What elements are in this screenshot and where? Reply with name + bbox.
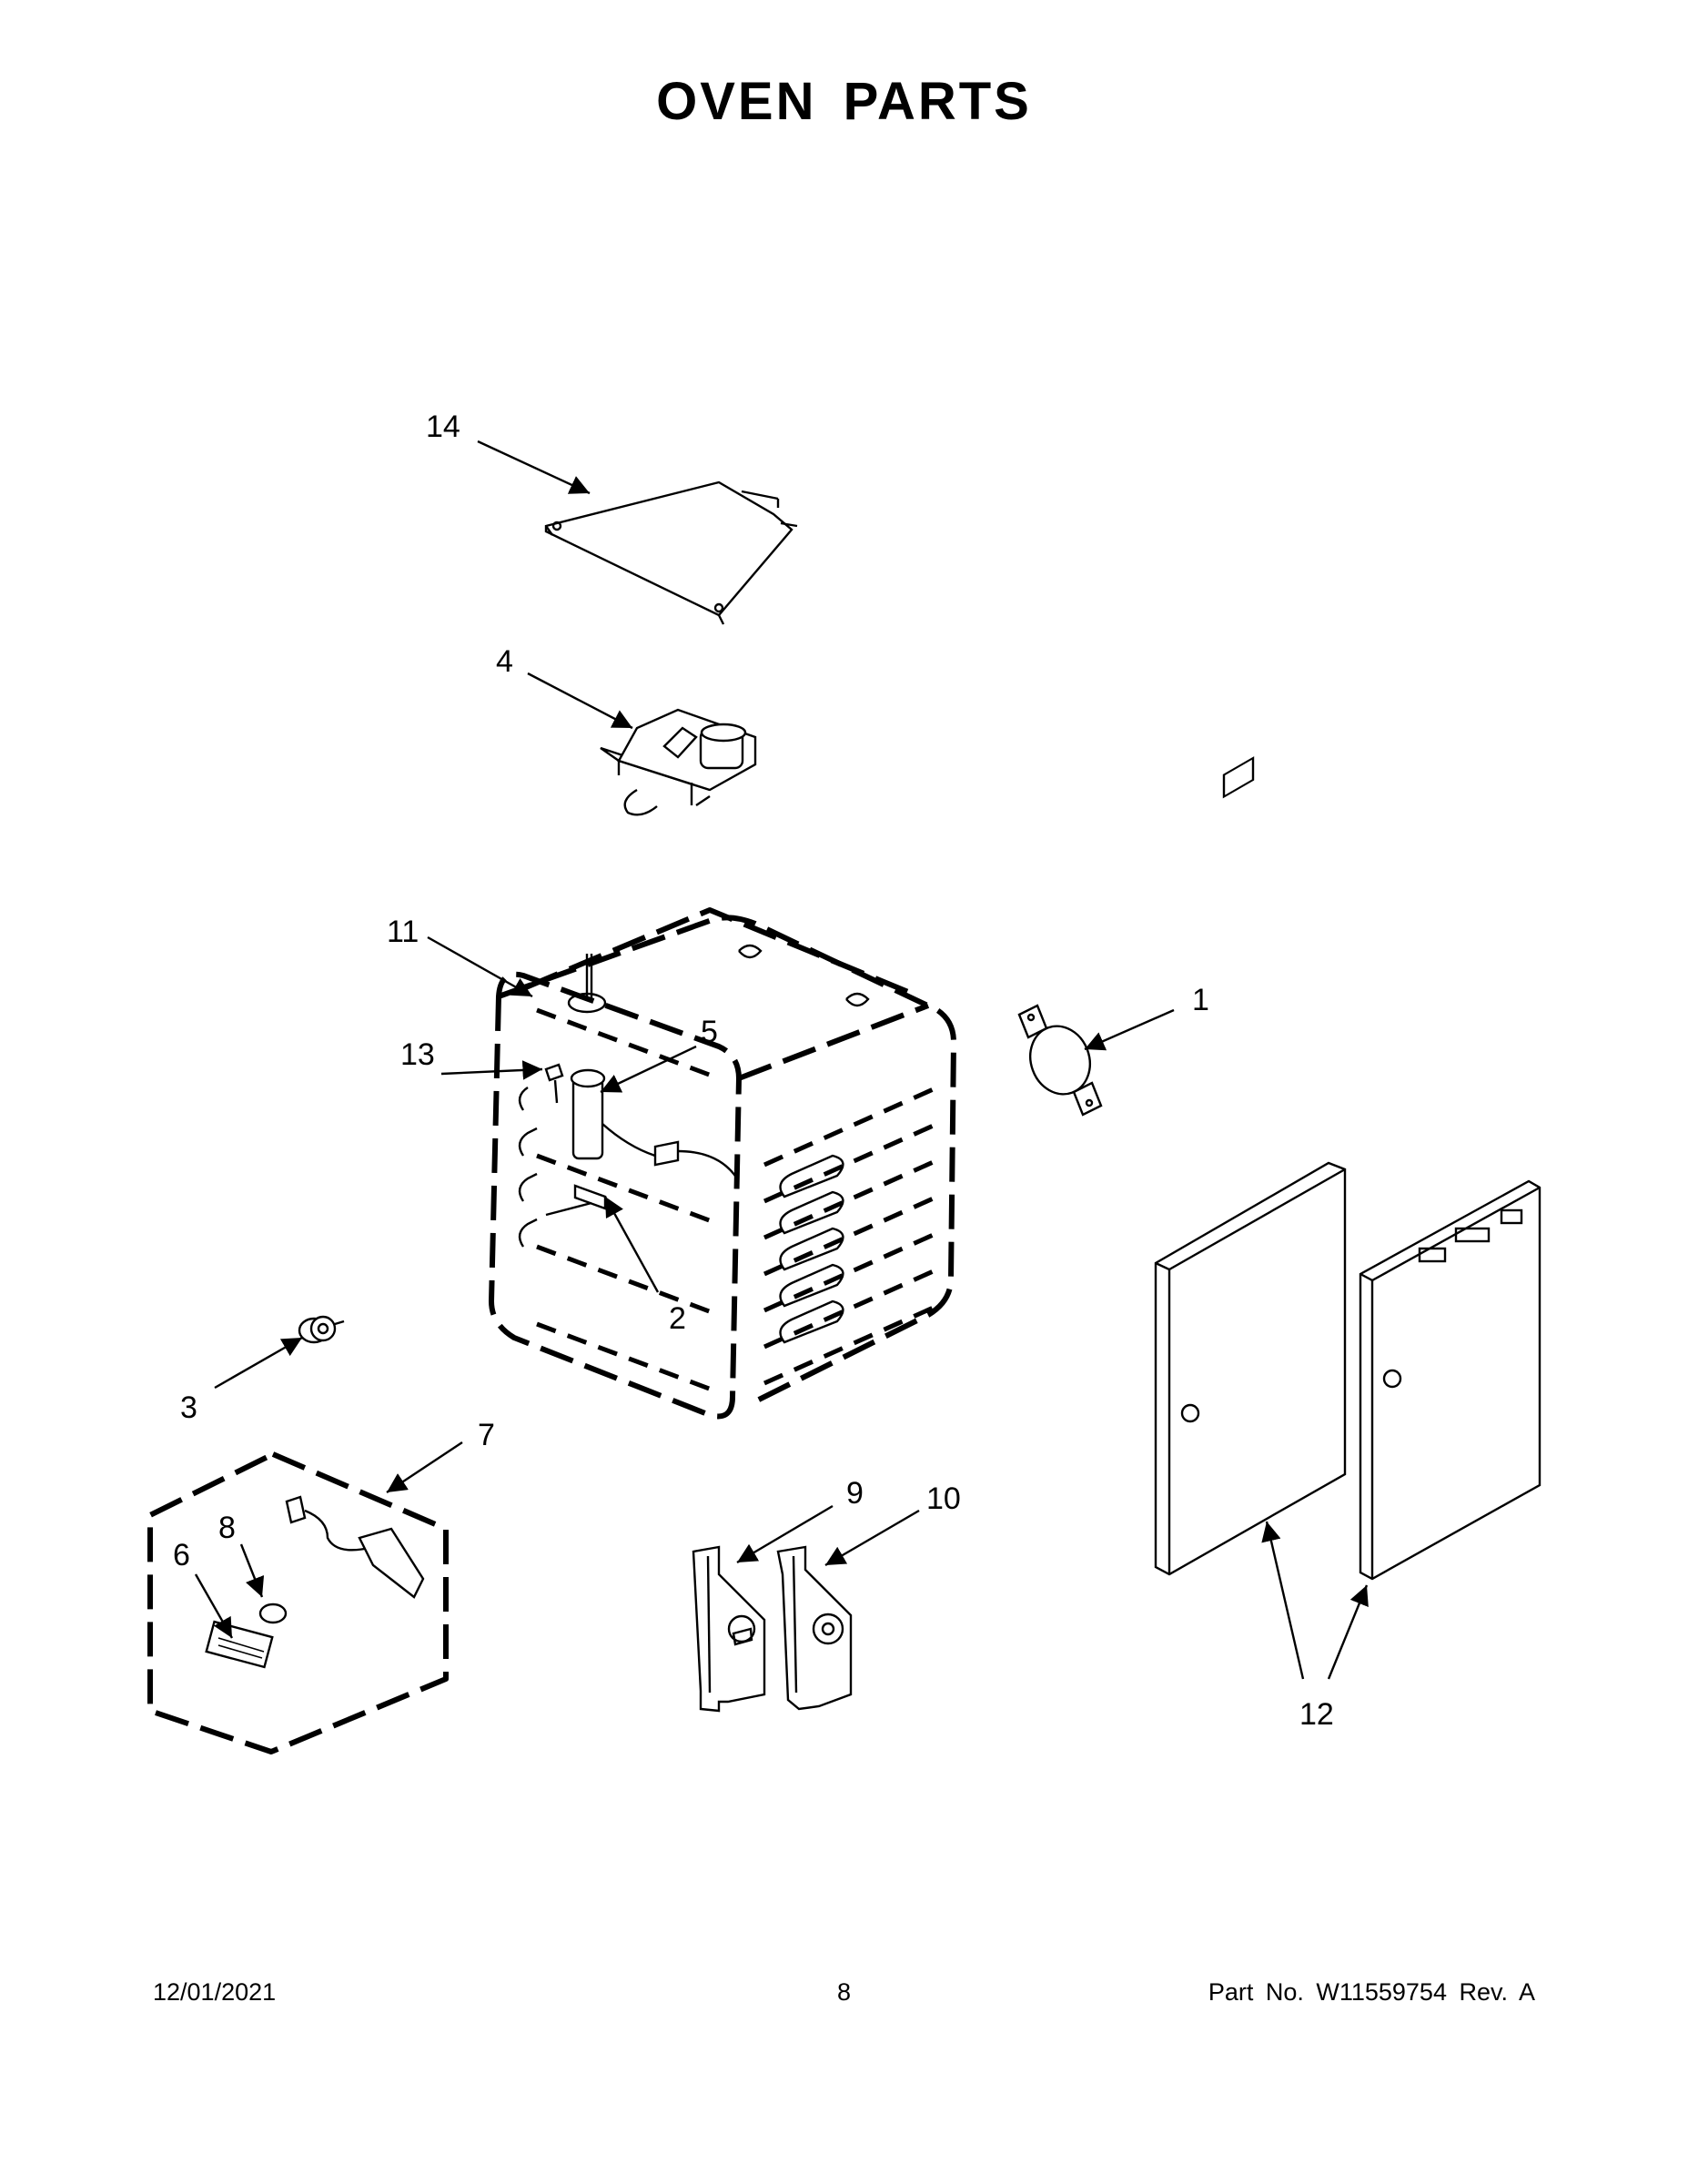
callout-2: 2 [669, 1301, 686, 1336]
part-4-latch-assembly [600, 708, 757, 816]
part-12-side-panels [1154, 756, 1541, 1581]
callout-11: 11 [387, 915, 419, 949]
callout-4: 4 [496, 644, 513, 679]
footer-date: 12/01/2021 [153, 1978, 277, 2006]
callout-labels: 14 4 11 1 13 5 2 3 7 8 6 9 10 12 [173, 410, 1334, 1732]
callout-8: 8 [218, 1511, 236, 1545]
callout-1: 1 [1192, 983, 1209, 1017]
part-3-knob [298, 1315, 345, 1344]
part-7-light-assembly-group [147, 1451, 449, 1754]
part-2-sensor-bracket [545, 1184, 607, 1217]
page-title: OVEN PARTS [656, 72, 1032, 131]
part-11-oven-cavity [489, 907, 956, 1420]
callout-14: 14 [426, 410, 460, 444]
part-10-hinge [776, 1545, 853, 1711]
footer-page-number: 8 [836, 1978, 852, 2006]
callout-5: 5 [701, 1015, 718, 1049]
part-5-temperature-sensor [570, 1068, 738, 1179]
leader-arrows [194, 440, 1369, 1680]
part-13-screw [544, 1063, 564, 1104]
part-9-hinge [692, 1545, 766, 1713]
callout-12: 12 [1299, 1697, 1334, 1732]
part-1-thermal-fuse [1017, 1004, 1103, 1117]
callout-10: 10 [926, 1481, 961, 1516]
callout-3: 3 [180, 1390, 197, 1425]
callout-9: 9 [846, 1476, 864, 1511]
callout-6: 6 [173, 1538, 190, 1572]
footer-part-number: Part No. W11559754 Rev. A [1208, 1978, 1535, 2006]
part-14-bracket-plate [544, 480, 798, 625]
callout-13: 13 [400, 1037, 435, 1072]
callout-7: 7 [478, 1418, 495, 1452]
